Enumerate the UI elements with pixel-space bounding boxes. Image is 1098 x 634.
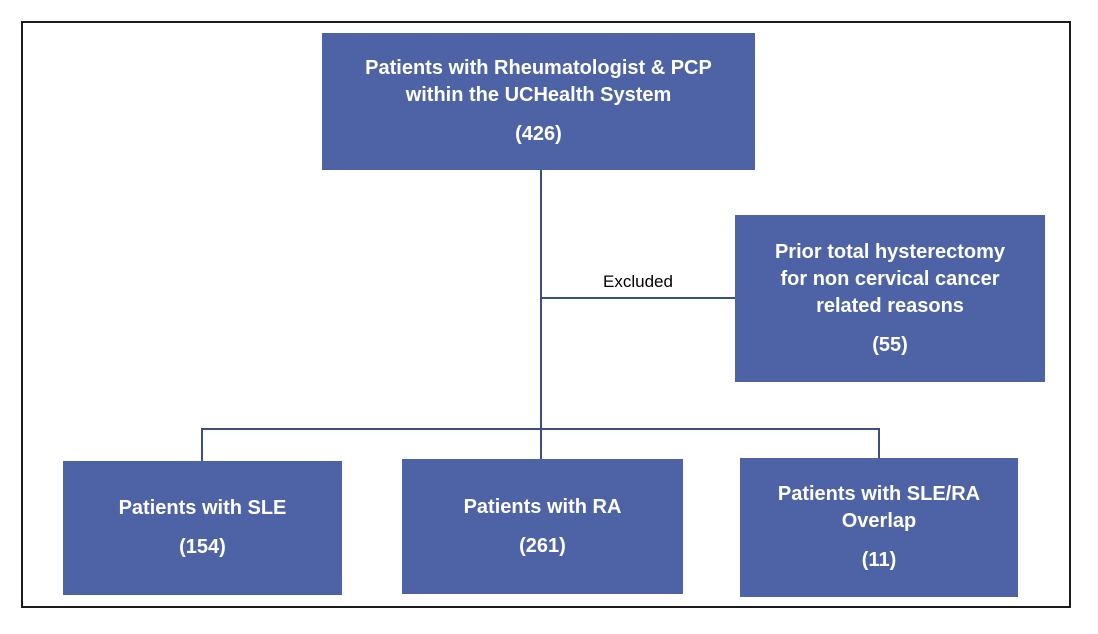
connector-sle-vertical: [201, 428, 203, 461]
connector-excluded-horizontal: [541, 297, 735, 299]
text-line: Prior total hysterectomy: [774, 240, 1006, 263]
node-count: (55): [872, 333, 908, 356]
connector-branch-horizontal: [201, 428, 880, 430]
text-line: related reasons: [816, 294, 964, 317]
text-line: Patients with Rheumatologist & PCP: [365, 57, 712, 79]
excluded-edge-label: Excluded: [603, 272, 673, 291]
text-line: Patients with SLE/RA: [777, 483, 981, 505]
text-line: Patients with SLE: [118, 497, 287, 519]
node-patients-ra: Patients with RA (261): [402, 459, 683, 594]
outer-frame-border: [21, 21, 1071, 608]
node-title: Patients with SLE: [119, 495, 287, 522]
node-root-population: Patients with Rheumatologist & PCP withi…: [322, 33, 755, 170]
node-patients-sle: Patients with SLE (154): [63, 461, 342, 595]
node-patients-sle-ra-overlap: Patients with SLE/RA Overlap (11): [740, 458, 1018, 597]
node-title: Patients with Rheumatologist & PCP withi…: [365, 55, 712, 109]
node-count: (426): [515, 123, 562, 145]
connector-overlap-vertical: [878, 428, 880, 458]
node-count: (11): [861, 549, 897, 571]
node-excluded-hysterectomy: Prior total hysterectomy for non cervica…: [735, 215, 1045, 382]
node-count: (261): [519, 534, 566, 557]
connector-root-vertical: [540, 170, 542, 459]
text-line: Patients with RA: [463, 495, 622, 518]
text-line: Overlap: [841, 510, 917, 532]
text-line: within the UCHealth System: [405, 84, 672, 106]
node-title: Patients with RA: [464, 494, 622, 521]
node-title: Prior total hysterectomy for non cervica…: [775, 239, 1005, 320]
node-title: Patients with SLE/RA Overlap: [778, 481, 980, 535]
node-count: (154): [179, 536, 226, 558]
text-line: for non cervical cancer: [780, 267, 1000, 290]
